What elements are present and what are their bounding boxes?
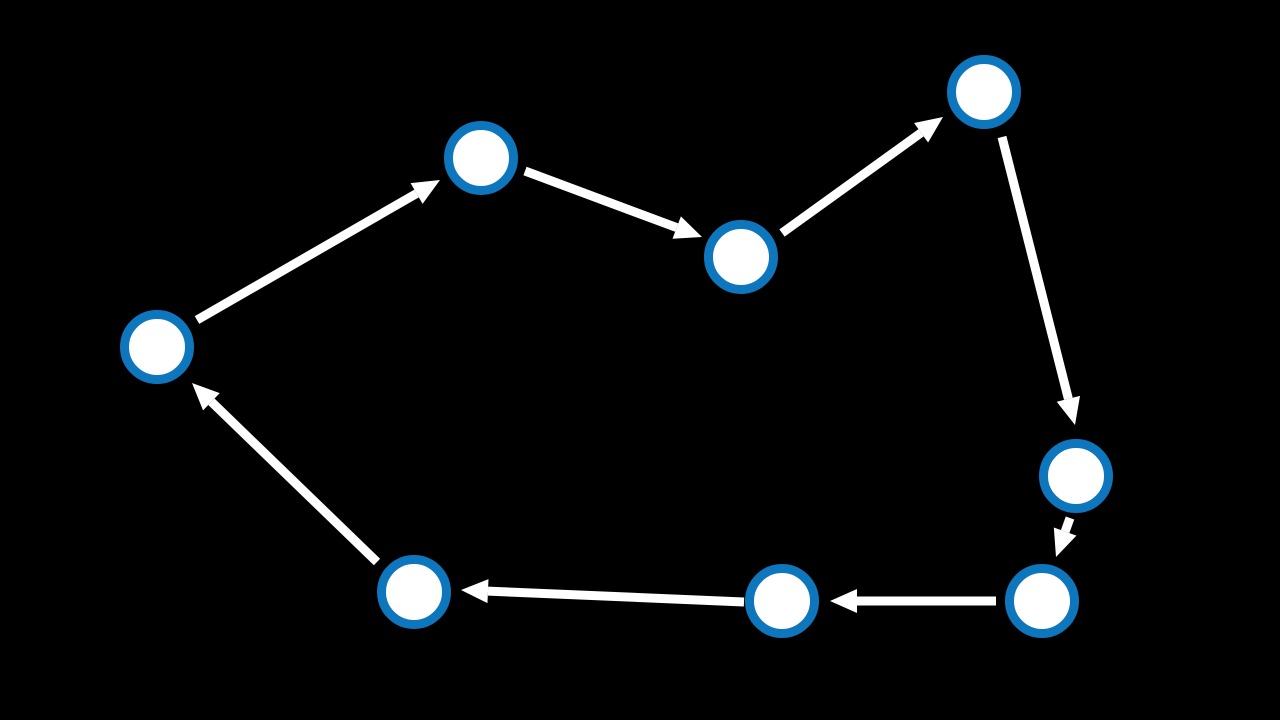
arrow-head — [410, 180, 440, 204]
arrow-head — [672, 216, 702, 239]
arrow-head — [1056, 395, 1080, 425]
arrow-head — [830, 589, 857, 613]
arrow-shaft — [779, 129, 924, 237]
edge-arrow-node-bottom-mid-to-node-bottom-left — [461, 579, 745, 607]
arrow-shaft — [208, 398, 381, 566]
edge-arrow-node-right-to-node-bottom-right — [1053, 516, 1077, 557]
arrow-shaft — [194, 189, 419, 324]
node-top-right — [947, 55, 1021, 129]
edge-arrow-node-upper-mid-to-node-middle — [523, 166, 702, 239]
arrow-head — [1053, 527, 1077, 557]
node-middle — [704, 220, 778, 294]
edge-arrow-node-bottom-right-to-node-bottom-mid — [830, 589, 996, 613]
edge-arrow-node-top-right-to-node-right — [997, 135, 1080, 425]
node-right — [1039, 439, 1113, 513]
node-bottom-mid — [745, 564, 819, 638]
arrow-head — [192, 383, 220, 411]
node-bottom-right — [1005, 564, 1079, 638]
node-upper-mid — [444, 121, 518, 195]
arrow-head — [914, 117, 943, 143]
arrow-shaft — [487, 586, 745, 607]
node-bottom-left — [377, 555, 451, 629]
edge-arrow-node-middle-to-node-top-right — [779, 117, 943, 237]
arrow-shaft — [523, 166, 679, 232]
arrow-head — [461, 579, 489, 604]
edge-arrow-node-bottom-left-to-node-left — [192, 383, 381, 566]
arrow-shaft — [997, 135, 1073, 400]
edge-arrow-node-left-to-node-upper-mid — [194, 180, 440, 324]
arrow-shaft — [1060, 516, 1075, 534]
node-left — [120, 310, 194, 384]
